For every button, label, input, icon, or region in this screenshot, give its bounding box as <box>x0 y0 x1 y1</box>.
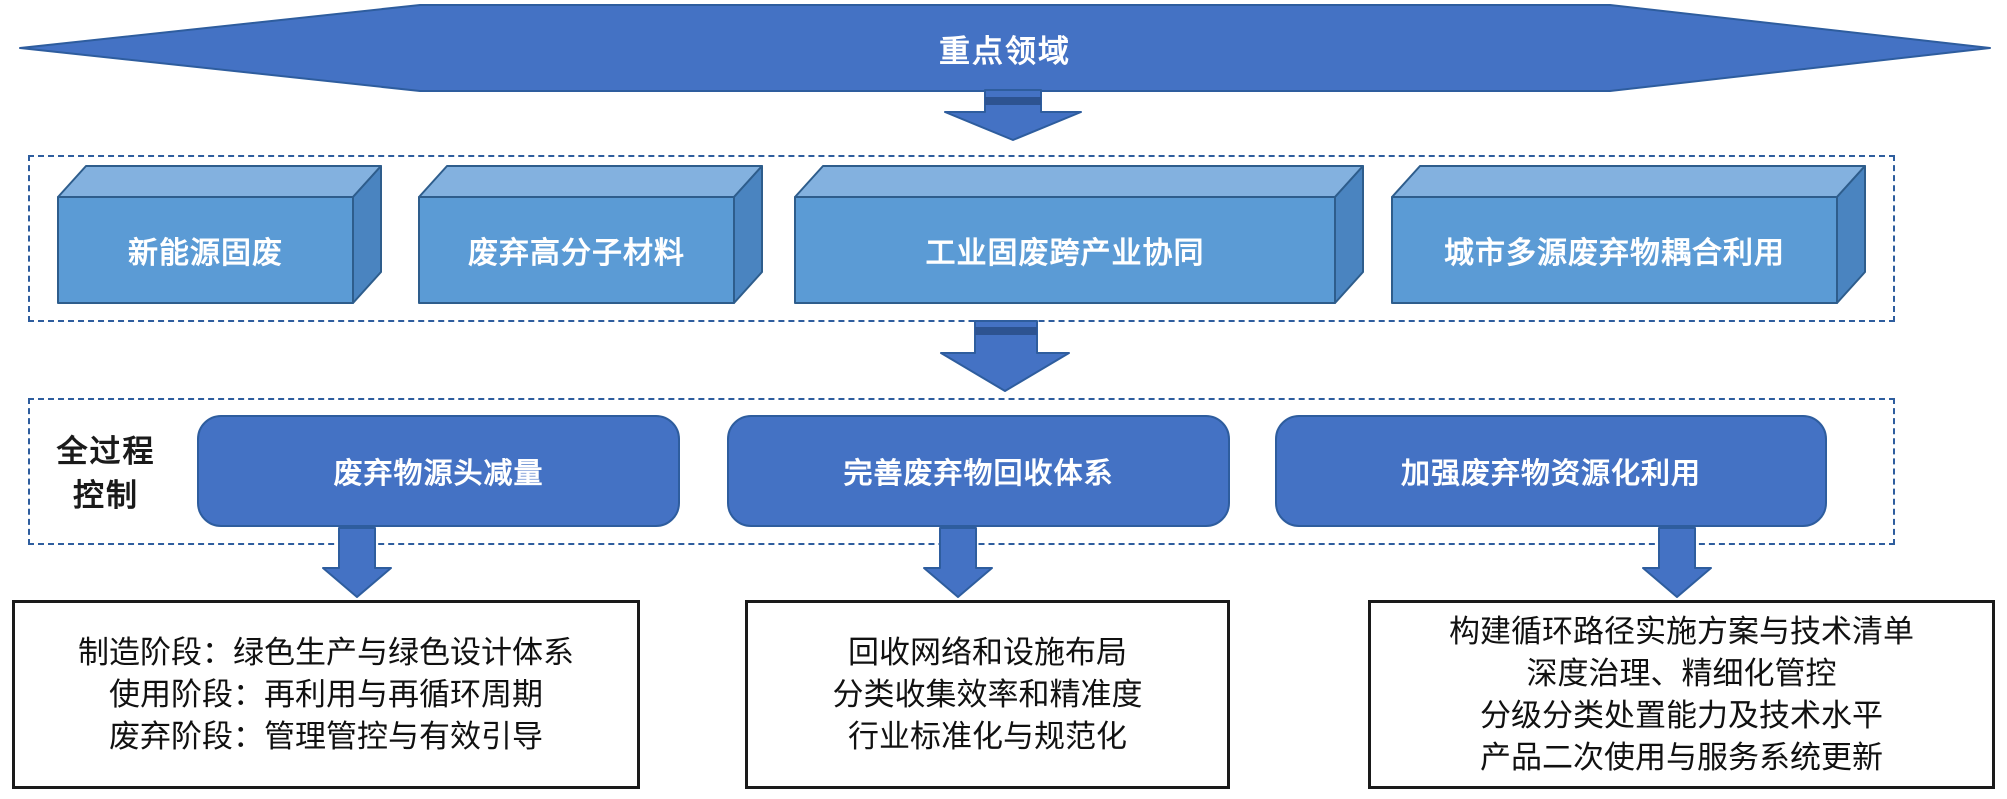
key-areas-dashed-container <box>28 155 1895 322</box>
stage-pill-source-reduction: 废弃物源头减量 <box>197 415 680 527</box>
cube-label-new-energy-waste: 新能源固废 <box>128 237 283 270</box>
down-arrow-banner <box>944 89 1082 141</box>
detail-line: 行业标准化与规范化 <box>848 718 1127 754</box>
detail-line: 构建循环路径实施方案与技术清单 <box>1449 613 1914 649</box>
detail-line: 回收网络和设施布局 <box>848 634 1127 670</box>
cube-label-waste-polymer: 废弃高分子材料 <box>468 237 685 270</box>
cube-label-urban-multisource-waste: 城市多源废弃物耦合利用 <box>1444 237 1785 270</box>
detail-line: 产品二次使用与服务系统更新 <box>1480 739 1883 775</box>
detail-line: 使用阶段：再利用与再循环周期 <box>109 676 543 712</box>
down-arrow-detail-3 <box>1642 527 1712 598</box>
cube-industrial-solid-waste <box>794 165 1364 304</box>
cube-new-energy-waste <box>57 165 382 304</box>
cube-urban-multisource-waste <box>1391 165 1866 304</box>
process-control-label-line2: 控制 <box>73 478 139 513</box>
detail-line: 分类收集效率和精准度 <box>832 676 1143 712</box>
process-control-label: 全过程 控制 <box>34 430 178 518</box>
detail-line: 制造阶段：绿色生产与绿色设计体系 <box>78 634 574 670</box>
arrow-band <box>975 327 1037 335</box>
detail-box-recycling-system: 回收网络和设施布局 分类收集效率和精准度 行业标准化与规范化 <box>745 600 1230 789</box>
banner-hexagon <box>19 4 1991 92</box>
stage-pill-resource-utilization: 加强废弃物资源化利用 <box>1275 415 1827 527</box>
detail-line: 分级分类处置能力及技术水平 <box>1480 697 1883 733</box>
detail-box-source-reduction: 制造阶段：绿色生产与绿色设计体系 使用阶段：再利用与再循环周期 废弃阶段：管理管… <box>12 600 640 789</box>
cube-label-industrial-solid-waste: 工业固废跨产业协同 <box>925 237 1205 270</box>
stage-pill-recycling-system: 完善废弃物回收体系 <box>727 415 1230 527</box>
detail-box-resource-utilization: 构建循环路径实施方案与技术清单 深度治理、精细化管控 分级分类处置能力及技术水平… <box>1368 600 1995 789</box>
arrow-band <box>985 97 1041 105</box>
process-control-label-line1: 全过程 <box>56 434 156 469</box>
down-arrow-detail-2 <box>923 527 993 598</box>
banner-label: 重点领域 <box>939 33 1071 69</box>
down-arrow-detail-1 <box>322 527 392 598</box>
detail-line: 废弃阶段：管理管控与有效引导 <box>109 718 543 754</box>
down-arrow-process <box>940 320 1070 392</box>
detail-line: 深度治理、精细化管控 <box>1526 655 1837 691</box>
cube-waste-polymer <box>418 165 763 304</box>
